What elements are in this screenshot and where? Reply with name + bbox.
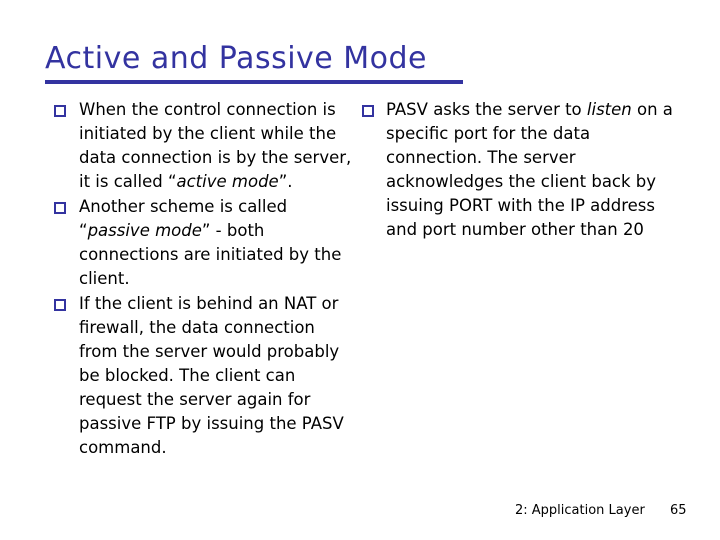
bullet-text-run: PASV asks the server to: [386, 100, 587, 119]
bullet-text-run: If the client is behind an NAT or firewa…: [79, 294, 344, 457]
content-column-right: PASV asks the server to listen on a spec…: [360, 98, 678, 243]
bullet-text-run: ”.: [278, 172, 293, 191]
emphasis-term: listen: [586, 100, 632, 119]
bullet-text-run: Another scheme is called “: [79, 197, 288, 240]
square-bullet-icon: [362, 105, 374, 117]
content-column-left: When the control connection is initiated…: [52, 98, 352, 461]
square-bullet-icon: [54, 202, 66, 214]
bullet-text-run: When the control connection is initiated…: [79, 100, 352, 191]
square-bullet-icon: [54, 299, 66, 311]
emphasis-term: passive mode: [87, 221, 202, 240]
footer-page-number: 65: [670, 503, 687, 518]
bullet-item: If the client is behind an NAT or firewa…: [52, 292, 352, 460]
page-title: Active and Passive Mode: [45, 41, 428, 76]
bullet-text-run: ” - both connections are initiated by th…: [79, 221, 342, 288]
square-bullet-icon: [54, 105, 66, 117]
bullet-item: Another scheme is called “passive mode” …: [52, 195, 352, 291]
bullet-text: PASV asks the server to listen on a spec…: [386, 98, 678, 242]
bullet-text: When the control connection is initiated…: [79, 98, 352, 194]
bullet-text-run: on a specific port for the data connecti…: [386, 100, 673, 239]
bullet-item: PASV asks the server to listen on a spec…: [360, 98, 678, 242]
footer-chapter-label: 2: Application Layer: [515, 503, 645, 518]
title-underline-rule: [45, 80, 463, 84]
bullet-text: If the client is behind an NAT or firewa…: [79, 292, 352, 460]
emphasis-term: active mode: [176, 172, 279, 191]
bullet-list-right: PASV asks the server to listen on a spec…: [360, 98, 678, 242]
bullet-item: When the control connection is initiated…: [52, 98, 352, 194]
bullet-text: Another scheme is called “passive mode” …: [79, 195, 352, 291]
bullet-list-left: When the control connection is initiated…: [52, 98, 352, 460]
